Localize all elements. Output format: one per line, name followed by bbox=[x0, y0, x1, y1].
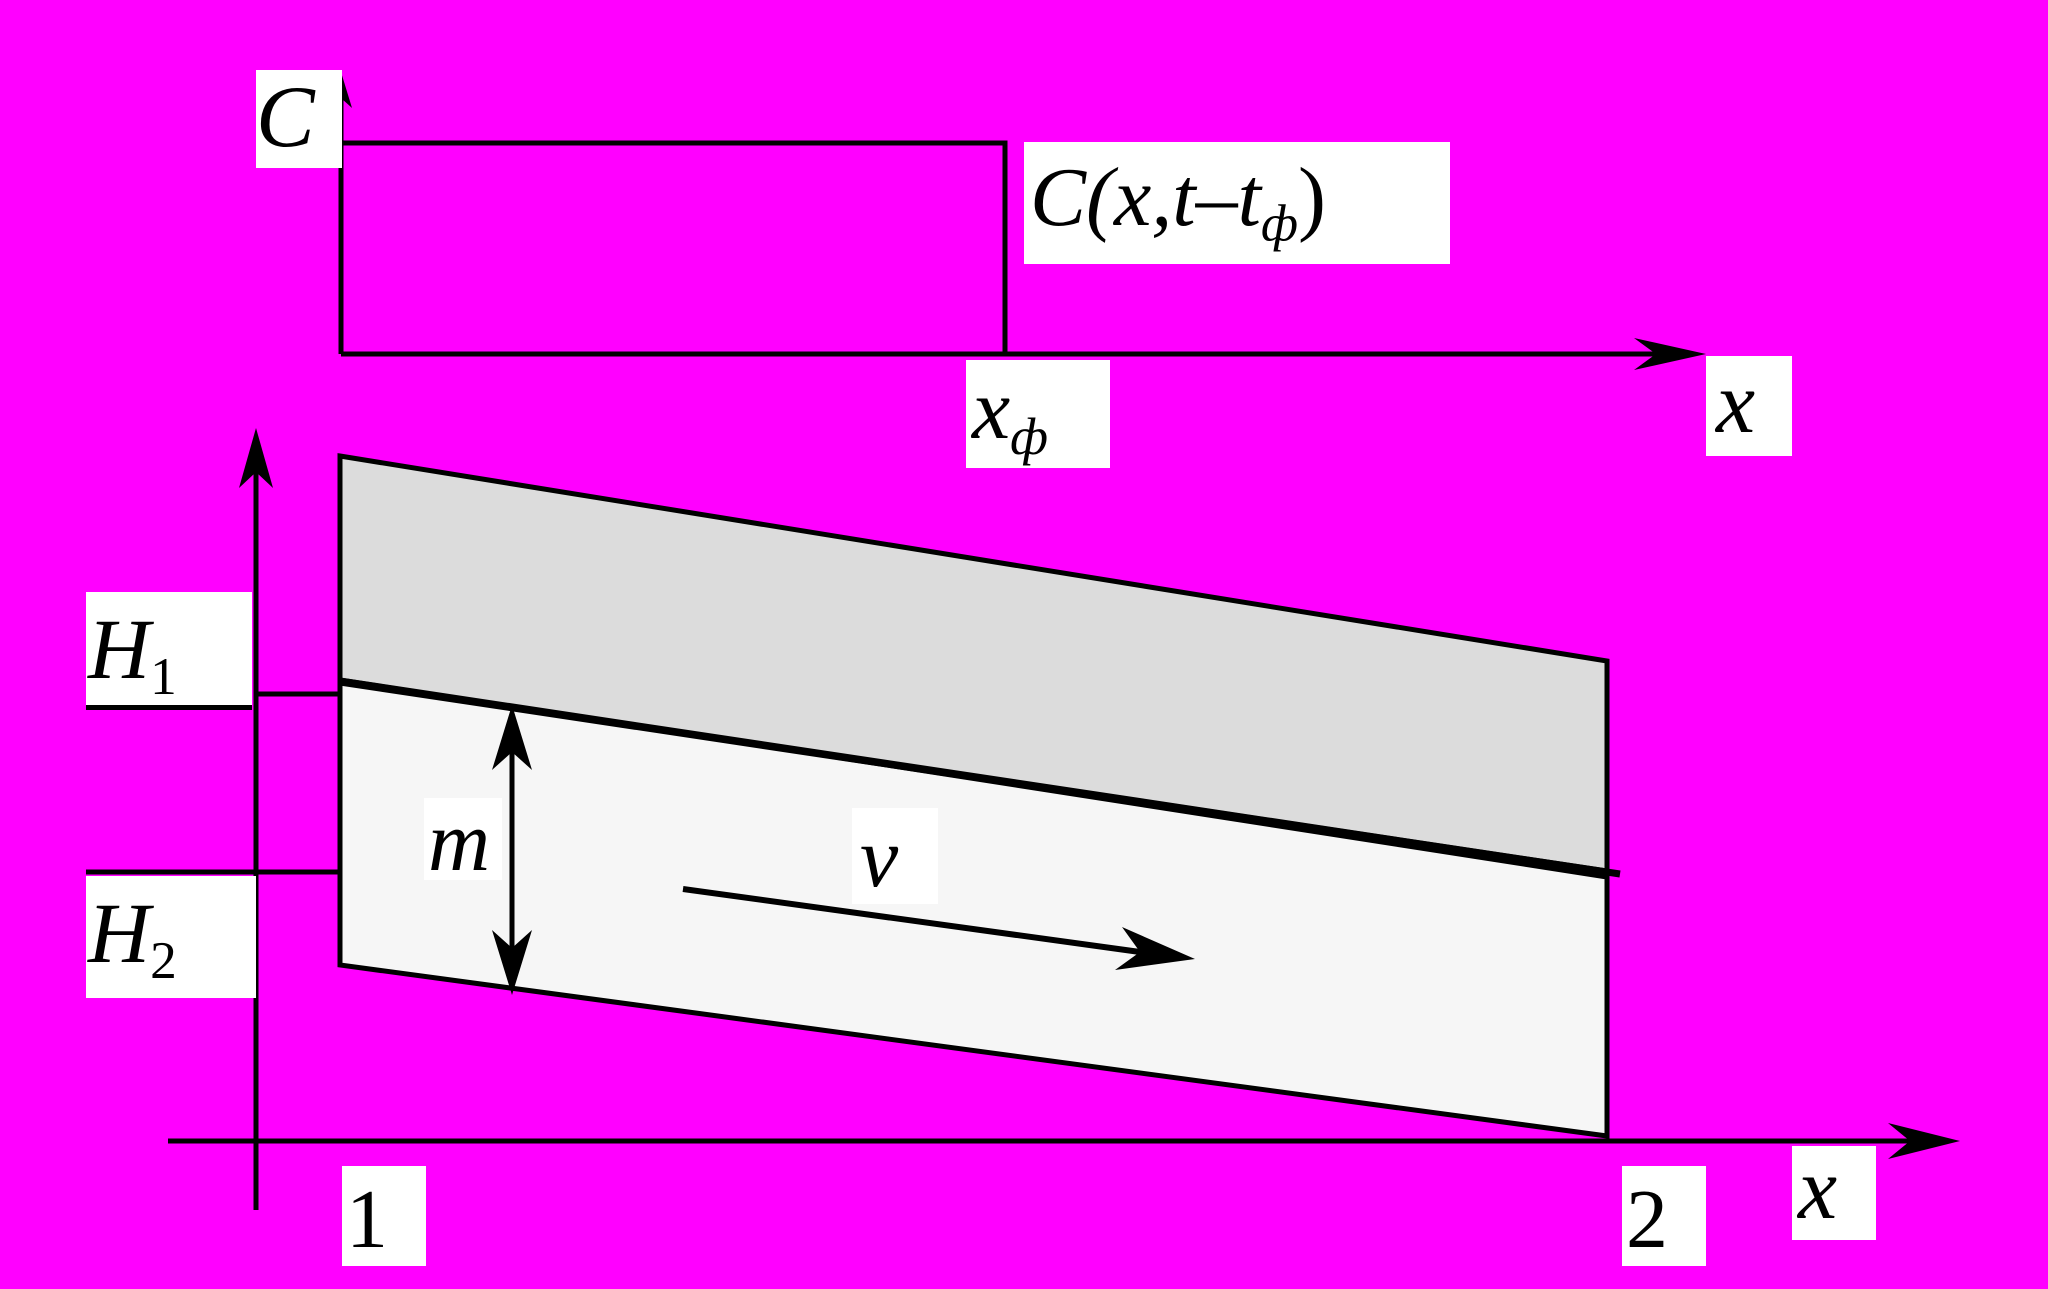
thickness-arrowhead-top-icon bbox=[492, 705, 532, 770]
bottom-x-axis-label: x bbox=[1792, 1146, 1876, 1240]
distance-axis-arrowhead-icon bbox=[1888, 1123, 1960, 1159]
top-x-axis-arrowhead-icon bbox=[1634, 338, 1706, 370]
layer-interface bbox=[339, 678, 1621, 878]
concentration-step-curve bbox=[341, 140, 1008, 354]
concentration-axis-label: C bbox=[256, 70, 342, 168]
top-x-axis-label: x bbox=[1706, 356, 1792, 456]
concentration-curve-label: C(x,t–tф) bbox=[1024, 142, 1450, 264]
front-position-label: xф bbox=[966, 360, 1110, 468]
section-2-label: 2 bbox=[1622, 1166, 1706, 1266]
h1-label: H1 bbox=[86, 592, 252, 710]
velocity-label: v bbox=[852, 808, 938, 904]
section-1-label: 1 bbox=[342, 1166, 426, 1266]
velocity-arrow-shaft bbox=[682, 886, 1141, 955]
h2-label: H2 bbox=[86, 876, 256, 998]
thickness-label: m bbox=[424, 798, 502, 884]
thickness-arrowhead-bottom-icon bbox=[492, 930, 532, 995]
velocity-arrowhead-icon bbox=[1115, 927, 1195, 970]
head-axis-arrowhead-icon bbox=[239, 428, 273, 488]
